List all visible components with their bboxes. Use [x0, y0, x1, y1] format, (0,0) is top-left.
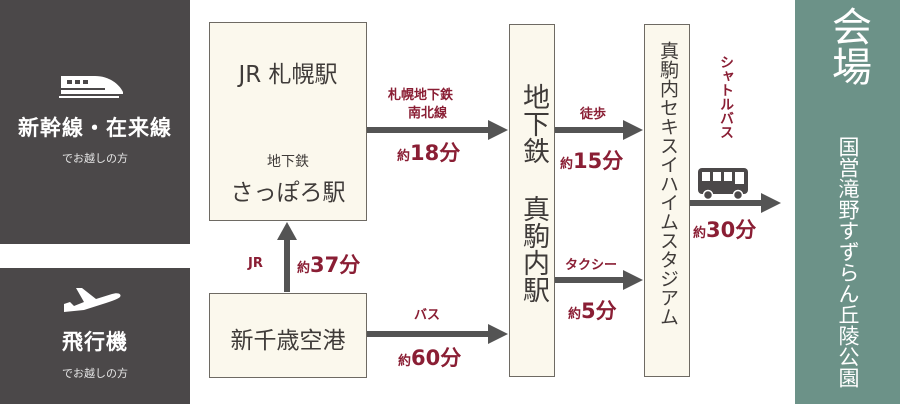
taxi-yaku: 約 [568, 307, 582, 322]
subway-arrow-head [488, 120, 508, 140]
jr-time-value: 37分 [310, 253, 361, 277]
jr-time: 約37分 [297, 249, 360, 279]
shuttle-route-label: シャトルバス [718, 55, 734, 139]
walk-time-value: 15分 [573, 149, 624, 173]
walk-route-label: 徒歩 [580, 107, 607, 122]
taxi-arrow-head [623, 270, 643, 290]
bus-time-value: 60分 [411, 346, 462, 370]
sapporo-station-hiragana: さっぽろ駅 [230, 180, 346, 206]
taxi-time: 約5分 [568, 295, 617, 325]
taxi-route-label: タクシー [565, 258, 618, 273]
airplane-panel: 飛行機 でお越しの方 [0, 268, 190, 404]
subway-time: 約18分 [397, 137, 460, 167]
taxi-time-value: 5分 [581, 299, 617, 323]
venue-title: 会場 [825, 6, 871, 86]
venue-name: 国営滝野すずらん丘陵公園 [836, 136, 860, 388]
bus-arrow-head [488, 324, 508, 344]
jr-route-label: JR [248, 256, 263, 271]
new-chitose-box: 新千歳空港 [209, 293, 367, 378]
shuttle-yaku: 約 [693, 226, 707, 241]
new-chitose-label: 新千歳空港 [230, 328, 346, 354]
makomanai-subway-box: 地下鉄 真駒内駅 [509, 24, 555, 377]
subway-line-name-2: 南北線 [408, 106, 448, 121]
jr-sapporo-box: JR 札幌駅 地下鉄 さっぽろ駅 [209, 22, 367, 221]
subway-label: 地下鉄 [267, 154, 309, 170]
shinkansen-sub: でお越しの方 [62, 152, 128, 165]
venue-panel: 会場 国営滝野すずらん丘陵公園 [795, 0, 900, 404]
bullet-train-icon [59, 76, 123, 98]
subway-yaku: 約 [397, 149, 411, 164]
bus-route-label: バス [414, 308, 441, 323]
bus-yaku: 約 [398, 354, 412, 369]
shinkansen-panel: 新幹線・在来線 でお越しの方 [0, 0, 190, 244]
shuttle-time-value: 30分 [706, 218, 757, 242]
walk-yaku: 約 [560, 157, 574, 172]
walk-arrow-head [623, 120, 643, 140]
jr-arrow-head [277, 222, 297, 240]
sekisui-stadium-box: 真駒内セキスイハイムスタジアム [644, 24, 690, 377]
shuttle-time: 約30分 [693, 214, 756, 244]
shinkansen-title: 新幹線・在来線 [18, 116, 172, 140]
jr-yaku: 約 [297, 261, 311, 276]
airplane-sub: でお越しの方 [62, 367, 128, 380]
sekisui-stadium-label: 真駒内セキスイハイムスタジアム [657, 41, 679, 326]
makomanai-subway-label: 地下鉄 真駒内駅 [518, 83, 549, 303]
shuttle-arrow-head [761, 193, 781, 213]
bus-icon [698, 168, 748, 200]
subway-line-name-1: 札幌地下鉄 [388, 88, 454, 103]
jr-sapporo-label: JR 札幌駅 [238, 62, 338, 88]
walk-time: 約15分 [560, 145, 623, 175]
subway-time-value: 18分 [410, 141, 461, 165]
airplane-title: 飛行機 [62, 330, 128, 354]
bus-time: 約60分 [398, 342, 461, 372]
airplane-icon [64, 288, 121, 312]
